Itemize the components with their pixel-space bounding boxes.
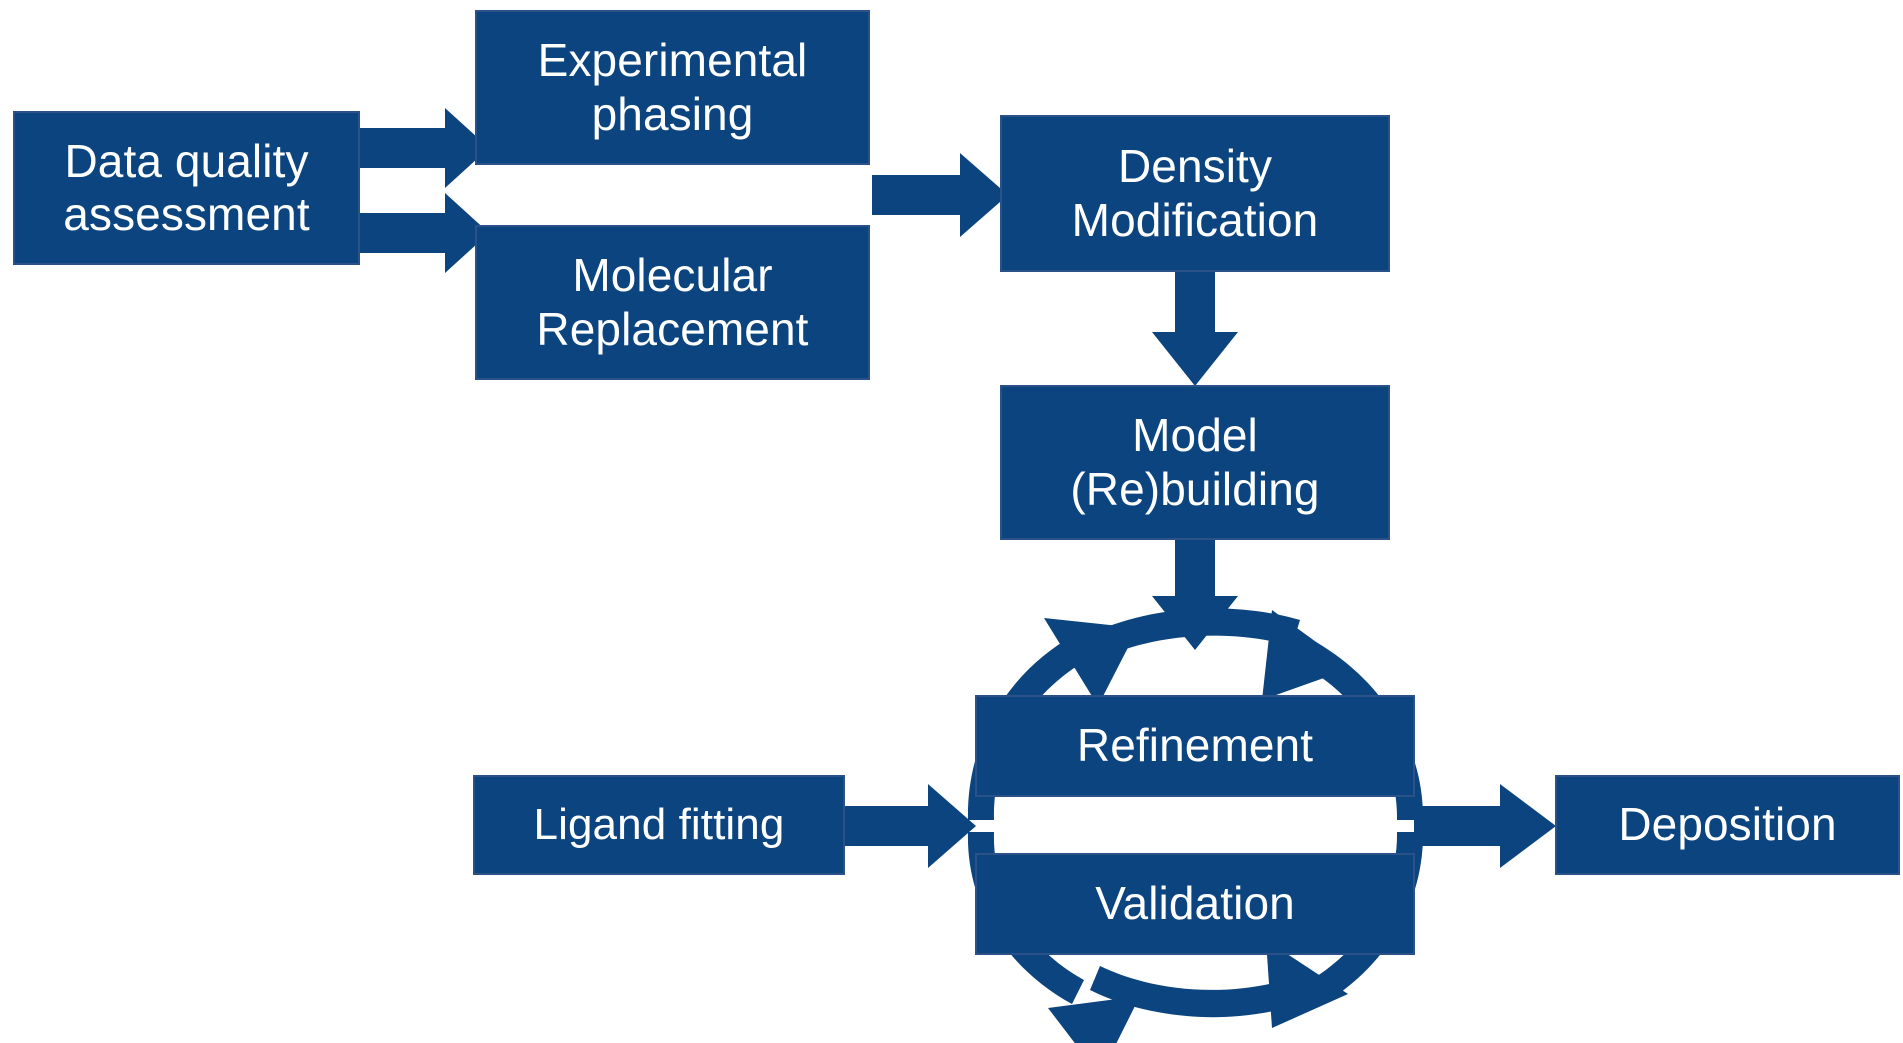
- node-deposition[interactable]: Deposition: [1555, 775, 1900, 875]
- node-model-rebuilding[interactable]: Model (Re)building: [1000, 385, 1390, 540]
- node-density-modification[interactable]: Density Modification: [1000, 115, 1390, 272]
- node-molecular-replacement[interactable]: Molecular Replacement: [475, 225, 870, 380]
- arrow-density-modification-to-model-rebuilding: [1152, 270, 1238, 386]
- arrow-data-quality-to-molecular-replacement: [358, 193, 489, 273]
- arrow-data-quality-to-experimental-phasing: [358, 108, 489, 188]
- arrow-validation-to-deposition: [1414, 784, 1556, 868]
- node-experimental-phasing[interactable]: Experimental phasing: [475, 10, 870, 165]
- arrow-phasing-to-density-modification: [872, 153, 1008, 237]
- node-validation[interactable]: Validation: [975, 853, 1415, 955]
- arrow-ligand-fitting-to-refinement: [845, 784, 976, 868]
- node-data-quality-assessment[interactable]: Data quality assessment: [13, 111, 360, 265]
- node-ligand-fitting[interactable]: Ligand fitting: [473, 775, 845, 875]
- arrow-model-rebuilding-to-refinement: [1152, 538, 1238, 650]
- node-refinement[interactable]: Refinement: [975, 695, 1415, 797]
